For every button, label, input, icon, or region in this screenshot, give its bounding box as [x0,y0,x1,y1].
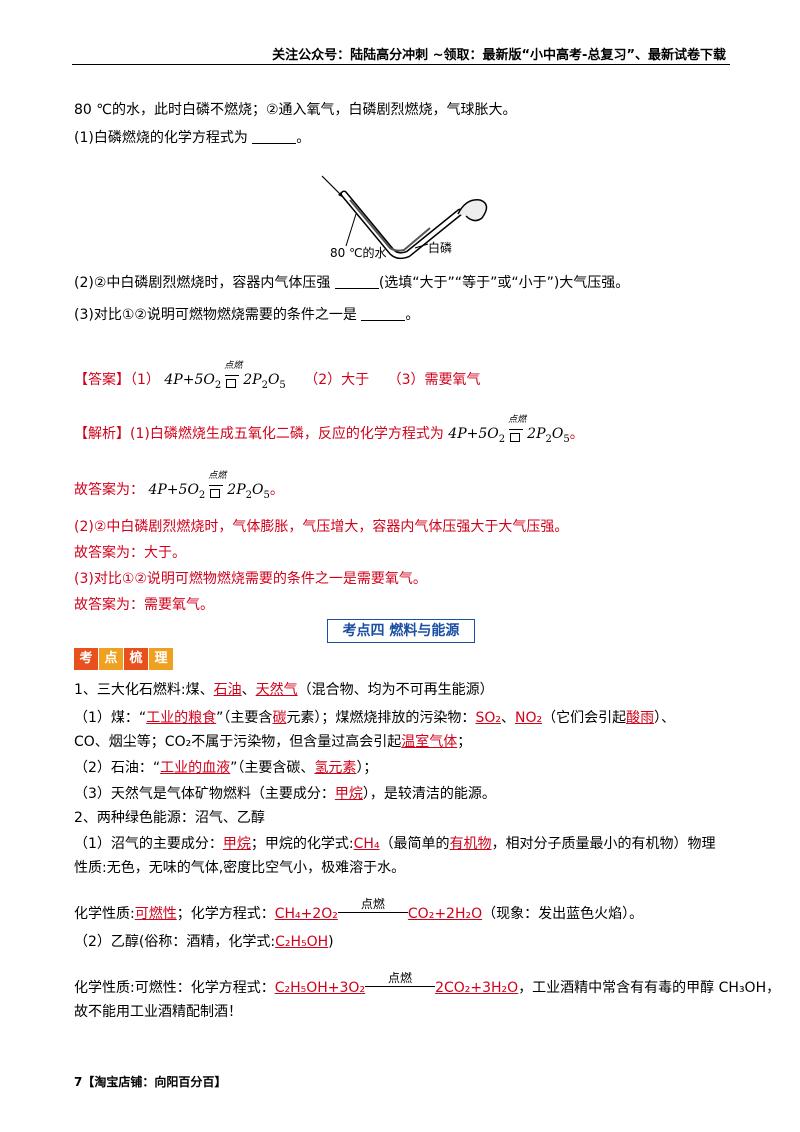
condition-ignite-2: 点燃 [365,970,436,987]
analysis-line-2: (2)②中白磷剧烈燃烧时，气体膨胀，气压增大，容器内气体压强大于大气压强。 [74,519,569,535]
tag-dian: 点 [99,648,123,670]
content-line-10: （2）乙醇(俗称：酒精，化学式:C₂H₅OH) [74,934,334,950]
content-line-2: （1）煤：“工业的粮食”（主要含碳元素）；煤燃烧排放的污染物：SO₂、NO₂（它… [74,710,676,726]
q2-text-b: (选填“大于”“等于”或“小于”)大气压强。 [378,275,630,291]
question-1: (1)白磷燃烧的化学方程式为 。 [74,128,310,148]
content-line-6: 2、两种绿色能源：沼气、乙醇 [74,810,265,826]
analysis-period: 。 [569,426,584,442]
analysis-label: 【解析】 [74,426,130,442]
analysis-line-3: (3)对比①②说明可燃物燃烧需要的条件之一是需要氧气。 [74,571,427,587]
q1-end: 。 [296,130,311,146]
answer-part3: （3）需要氧气 [387,372,481,388]
page-header: 关注公众号：陆陆高分冲刺 ~领取：最新版“小中高考-总复习”、最新试卷下载 [272,48,726,63]
content-line-1: 1、三大化石燃料:煤、石油、天然气（混合物、均为不可再生能源） [74,682,494,698]
page-footer: 7【淘宝店铺：向阳百分百】 [74,1075,227,1089]
tag-li: 理 [149,648,173,670]
q1-text: (1)白磷燃烧的化学方程式为 [74,130,253,146]
experiment-figure [321,175,488,260]
figure-label-water: 80 ℃的水 [330,246,387,260]
answer-part2: （2）大于 [304,372,370,388]
q2-text-a: (2)②中白磷剧烈燃烧时，容器内气体压强 [74,275,335,291]
header-divider [72,64,730,65]
content-line-7: （1）沼气的主要成分：甲烷；甲烷的化学式:CH₄（最简单的有机物，相对分子质量最… [74,836,716,852]
analysis-period: 。 [269,482,284,498]
question-intro: 80 ℃的水，此时白磷不燃烧；②通入氧气，白磷剧烈燃烧，气球胀大。 [74,102,517,118]
section-title: 考点四 燃料与能源 [327,619,475,643]
analysis-text-1: (1)白磷燃烧生成五氧化二磷，反应的化学方程式为 [130,426,444,442]
analysis-answer-3: 故答案为：需要氧气。 [74,597,214,613]
q1-blank [252,129,297,144]
equation-condition: 点燃 [224,361,243,371]
tag-shu: 梳 [124,648,148,670]
answer-part1: （1） [130,372,160,388]
condition-ignite-1: 点燃 [337,896,408,913]
q2-blank [334,274,379,289]
question-2: (2)②中白磷剧烈燃烧时，容器内气体压强 (选填“大于”“等于”或“小于”)大气… [74,273,629,293]
content-line-3: CO、烟尘等；CO₂不属于污染物，但含量过高会引起温室气体； [74,734,472,750]
q3-text: (3)对比①②说明可燃物燃烧需要的条件之一是 [74,307,362,323]
content-line-4: （2）石油：“工业的血液”（主要含碳、氢元素）； [74,760,378,776]
equation-condition: 点燃 [508,415,527,425]
tag-kao: 考 [74,648,98,670]
figure-label-phosphorus: 白磷 [428,241,453,255]
content-line-12: 故不能用工业酒精配制酒！ [74,1004,242,1020]
analysis-answer-2: 故答案为：大于。 [74,545,186,561]
answer-label: 【答案】 [74,372,130,388]
q3-end: 。 [405,307,420,323]
q3-blank [361,306,406,321]
content-line-5: （3）天然气是气体矿物燃料（主要成分：甲烷），是较清洁的能源。 [74,786,496,802]
question-3: (3)对比①②说明可燃物燃烧需要的条件之一是 。 [74,305,419,325]
answer-prefix: 故答案为： [74,482,144,498]
equation-condition: 点燃 [208,471,227,481]
content-line-8: 性质:无色，无味的气体,密度比空气小，极难溶于水。 [74,860,406,876]
